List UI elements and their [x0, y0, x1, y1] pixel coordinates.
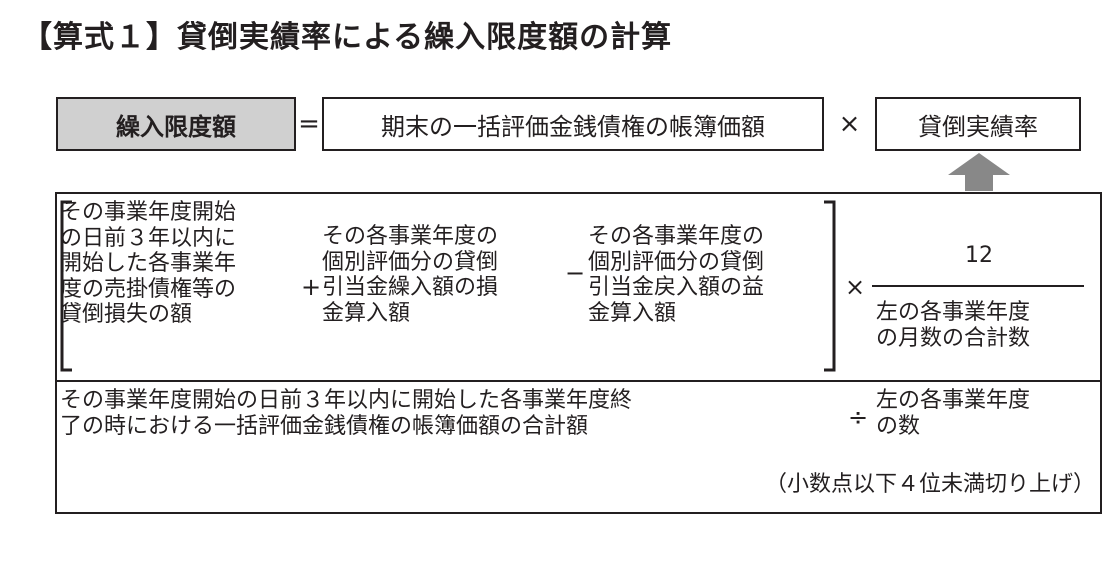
up-arrow-icon — [948, 153, 1010, 191]
term-individual-provision: その各事業年度の 個別評価分の貸倒 引当金繰入額の損 金算入額 — [322, 224, 499, 326]
month-numerator: 12 — [965, 243, 993, 268]
fraction-times-sign: × — [844, 273, 866, 301]
plus-sign: + — [300, 273, 322, 301]
times-sign: × — [838, 109, 861, 139]
left-bracket — [60, 200, 72, 372]
book-value-box: 期末の一括評価金銭債権の帳簿価額 — [322, 97, 824, 151]
main-fraction-bar — [57, 380, 1100, 382]
rate-calculation-frame — [55, 192, 1102, 514]
denominator-book-value-total: その事業年度開始の日前３年以内に開始した各事業年度終 了の時における一括評価金銭… — [60, 388, 633, 439]
term-individual-reversal: その各事業年度の 個別評価分の貸倒 引当金戻入額の益 金算入額 — [588, 224, 765, 326]
month-fraction-bar — [872, 285, 1084, 287]
page-title: 【算式１】貸倒実績率による繰入限度額の計算 — [22, 20, 673, 55]
term-bad-debt-loss: その事業年度開始 の日前３年以内に 開始した各事業年 度の売掛債権等の 貸倒損失… — [60, 200, 237, 327]
rate-box: 貸倒実績率 — [875, 97, 1081, 151]
rounding-note: （小数点以下４位未満切り上げ） — [764, 472, 1095, 497]
divisor-year-count: 左の各事業年度 の数 — [876, 388, 1031, 439]
right-bracket — [824, 200, 836, 372]
result-box: 繰入限度額 — [56, 97, 296, 151]
minus-sign: − — [564, 259, 586, 287]
equals-sign: = — [298, 109, 320, 139]
month-denominator: 左の各事業年度 の月数の合計数 — [876, 300, 1031, 351]
divide-sign: ÷ — [847, 403, 869, 431]
